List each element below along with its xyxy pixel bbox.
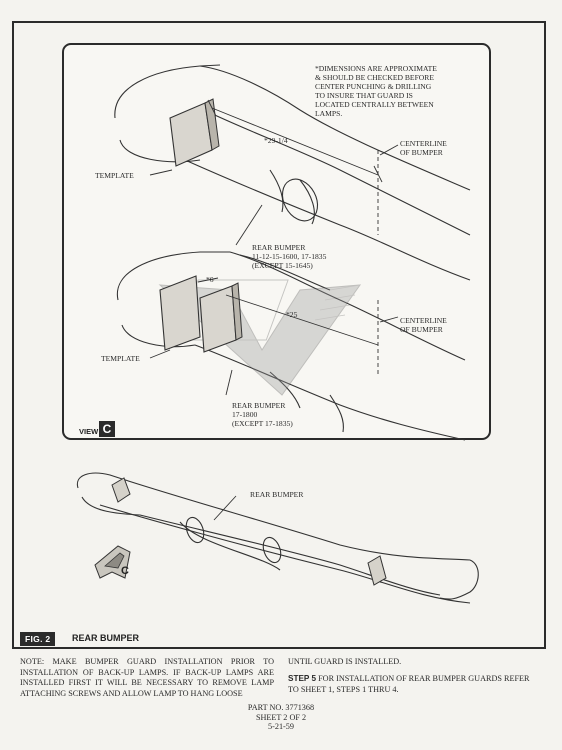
callout-c-letter: C — [121, 565, 129, 577]
overview-leader — [213, 495, 237, 521]
callout-c-bracket — [94, 545, 131, 579]
lower-template-shapes — [159, 275, 243, 353]
upper-template-shape — [169, 98, 220, 167]
lower-bumper-label: REAR BUMPER 17-1800 (EXCEPT 17-1835) — [232, 401, 293, 428]
figure-tag: FIG. 2 — [20, 632, 56, 646]
lower-centerline-label: CENTERLINE OF BUMPER — [400, 316, 447, 334]
step-label: STEP 5 — [288, 674, 317, 683]
overview-bumper-label: REAR BUMPER — [250, 490, 304, 499]
revision-date: 5-21-59 — [268, 722, 294, 731]
upper-dimension-line — [149, 99, 399, 246]
upper-template-label: TEMPLATE — [95, 171, 134, 180]
part-number: PART NO. 3771368 — [247, 703, 315, 712]
view-letter-badge: C — [99, 421, 115, 437]
lower-dimension-label: *25 — [286, 310, 298, 319]
note-left: NOTE: MAKE BUMPER GUARD INSTALLATION PRI… — [20, 657, 274, 698]
overview-bumper-drawing — [76, 472, 479, 604]
upper-bumper-drawing — [114, 64, 471, 281]
lower-small-dimension-label: *6 — [206, 275, 214, 284]
note-right-line1: UNTIL GUARD IS INSTALLED. — [288, 657, 402, 666]
lower-bumper-drawing — [116, 251, 466, 441]
footer-block: PART NO. 3771368 SHEET 2 OF 2 5-21-59 — [0, 703, 562, 732]
upper-dimension-label: *29-1/4 — [264, 136, 288, 145]
step-text: FOR INSTALLATION OF REAR BUMPER GUARDS R… — [288, 674, 530, 694]
lower-dimension-line — [149, 277, 399, 396]
step-5-block: STEP 5 FOR INSTALLATION OF REAR BUMPER G… — [288, 674, 534, 695]
lower-template-label: TEMPLATE — [101, 354, 140, 363]
sheet-number: SHEET 2 OF 2 — [255, 712, 307, 722]
upper-centerline-label: CENTERLINE OF BUMPER — [400, 139, 447, 157]
overview-guards — [111, 477, 387, 586]
view-label: VIEW — [79, 427, 99, 436]
figure-title: REAR BUMPER — [72, 633, 140, 643]
dimensions-note: *DIMENSIONS ARE APPROXIMATE & SHOULD BE … — [315, 64, 437, 118]
upper-bumper-label: REAR BUMPER 11-12-15-1600, 17-1835 (EXCE… — [252, 243, 327, 270]
